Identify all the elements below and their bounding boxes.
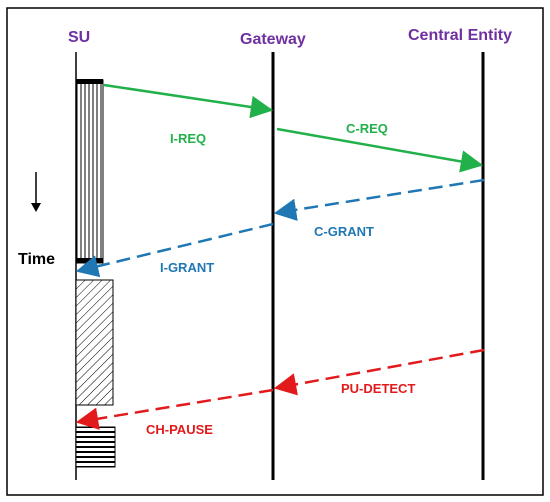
arrow-c-req xyxy=(276,127,484,173)
arrow-pu-detect xyxy=(273,348,485,396)
arrow-i-grant xyxy=(75,222,274,278)
diagram-border xyxy=(6,7,544,496)
label-i-grant: I-GRANT xyxy=(160,260,214,275)
su-waiting-end-bar xyxy=(76,258,103,263)
entity-label-su: SU xyxy=(68,29,90,46)
time-label: Time xyxy=(18,251,55,268)
arrow-ch-pause xyxy=(75,388,274,430)
label-i-req: I-REQ xyxy=(170,131,206,146)
entity-label-central: Central Entity xyxy=(408,27,512,44)
su-transmit-block xyxy=(75,279,114,406)
label-c-req: C-REQ xyxy=(346,121,388,136)
su-pause-block xyxy=(75,426,116,468)
label-c-grant: C-GRANT xyxy=(314,224,374,239)
entity-label-gateway: Gateway xyxy=(240,31,306,48)
label-pu-detect: PU-DETECT xyxy=(341,381,415,396)
su-waiting-start-bar xyxy=(76,79,103,84)
arrow-i-req xyxy=(103,83,274,119)
arrow-c-grant xyxy=(273,178,485,221)
time-arrow-icon xyxy=(31,203,41,212)
label-ch-pause: CH-PAUSE xyxy=(146,422,213,437)
su-waiting-block xyxy=(75,79,104,264)
